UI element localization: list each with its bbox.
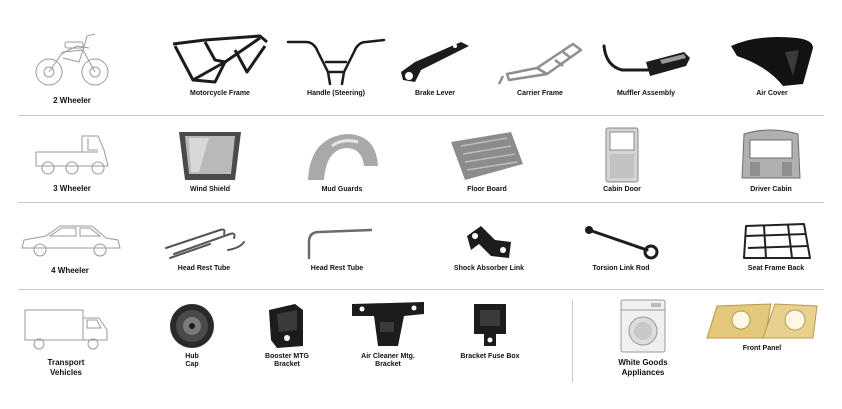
part-head-rest-tube-1: Head Rest Tube [158, 222, 250, 273]
part-label: Booster MTG Bracket [265, 353, 309, 368]
muffler-icon [602, 44, 690, 76]
category-four-wheeler: 4 Wheeler [12, 222, 128, 276]
category-two-wheeler: 2 Wheeler [22, 28, 122, 106]
part-label: Carrier Frame [517, 90, 563, 97]
carrier-frame-icon [497, 42, 583, 85]
category-white-goods: White Goods Appliances [600, 298, 686, 378]
part-label: Head Rest Tube [310, 265, 364, 272]
part-handle-steering: Handle (Steering) [284, 32, 388, 98]
motorcycle-frame-icon [172, 34, 268, 84]
part-label: Torsion Link Rod [592, 265, 650, 272]
fuse-box-bracket-icon [474, 304, 506, 346]
part-label: Mud Guards [321, 186, 363, 193]
floor-board-icon [451, 132, 523, 180]
category-transport-vehicles: Transport Vehicles [18, 306, 114, 378]
part-label: Front Panel [742, 345, 782, 352]
part-label: Cabin Door [603, 186, 641, 193]
part-booster-mtg-bracket: Booster MTG Bracket [252, 300, 322, 369]
part-hub-cap: Hub Cap [160, 302, 224, 369]
part-label: Wind Shield [190, 186, 230, 193]
part-label: Driver Cabin [750, 186, 792, 193]
part-cabin-door: Cabin Door [590, 126, 654, 194]
part-label: Head Rest Tube [177, 265, 231, 272]
cabin-door-icon [605, 127, 639, 183]
part-shock-absorber-link: Shock Absorber Link [446, 222, 532, 273]
divider [18, 202, 824, 203]
brake-lever-icon [401, 42, 469, 82]
shock-absorber-link-icon [467, 226, 511, 258]
vertical-divider [572, 300, 573, 382]
category-three-wheeler: 3 Wheeler [22, 128, 122, 194]
part-muffler-assembly: Muffler Assembly [596, 36, 696, 98]
seat-frame-back-icon [743, 223, 811, 259]
mud-guard-icon [308, 134, 378, 180]
divider [18, 115, 824, 116]
part-label: Floor Board [467, 186, 507, 193]
part-label: Bracket Fuse Box [460, 353, 520, 360]
car-icon [21, 225, 121, 257]
part-label: Hub Cap [185, 353, 199, 368]
part-carrier-frame: Carrier Frame [490, 34, 590, 98]
divider [18, 289, 824, 290]
part-motorcycle-frame: Motorcycle Frame [160, 32, 280, 98]
category-label: 2 Wheeler [53, 96, 91, 105]
air-cleaner-bracket-icon [352, 302, 424, 346]
part-brake-lever: Brake Lever [392, 36, 478, 98]
wind-shield-icon [179, 132, 241, 180]
part-label: Air Cover [756, 90, 788, 97]
part-air-cover: Air Cover [722, 32, 822, 98]
part-label: Air Cleaner Mtg. Bracket [361, 353, 415, 368]
part-label: Motorcycle Frame [190, 90, 250, 97]
part-label: Seat Frame Back [747, 265, 805, 272]
part-label: Shock Absorber Link [453, 265, 525, 272]
part-torsion-link-rod: Torsion Link Rod [578, 222, 664, 273]
hub-cap-icon [170, 304, 214, 348]
part-mud-guards: Mud Guards [290, 130, 394, 194]
category-label: White Goods Appliances [618, 358, 668, 377]
category-label: 4 Wheeler [51, 266, 89, 275]
part-air-cleaner-bracket: Air Cleaner Mtg. Bracket [346, 298, 430, 369]
motorcycle-icon [35, 33, 109, 86]
booster-bracket-icon [269, 304, 303, 348]
part-bracket-fuse-box: Bracket Fuse Box [452, 300, 528, 361]
truck-icon [24, 309, 108, 350]
part-label: Brake Lever [414, 90, 456, 97]
part-head-rest-tube-2: Head Rest Tube [296, 222, 378, 273]
category-label: Transport Vehicles [47, 358, 85, 377]
washing-machine-icon [620, 299, 666, 353]
torsion-link-rod-icon [585, 226, 659, 260]
part-label: Muffler Assembly [616, 90, 676, 97]
head-rest-tube-icon [165, 228, 245, 259]
part-driver-cabin: Driver Cabin [726, 126, 816, 194]
category-label: 3 Wheeler [53, 184, 91, 193]
front-panel-icon [706, 303, 818, 339]
part-seat-frame-back: Seat Frame Back [726, 220, 826, 273]
part-label: Handle (Steering) [307, 90, 365, 97]
handlebar-icon [286, 38, 386, 86]
part-front-panel: Front Panel [700, 300, 824, 353]
air-cover-icon [731, 37, 813, 86]
part-floor-board: Floor Board [444, 128, 530, 194]
part-wind-shield: Wind Shield [160, 128, 260, 194]
driver-cabin-icon [741, 129, 801, 179]
head-rest-tube-icon [307, 228, 373, 260]
three-wheeler-icon [35, 135, 109, 175]
